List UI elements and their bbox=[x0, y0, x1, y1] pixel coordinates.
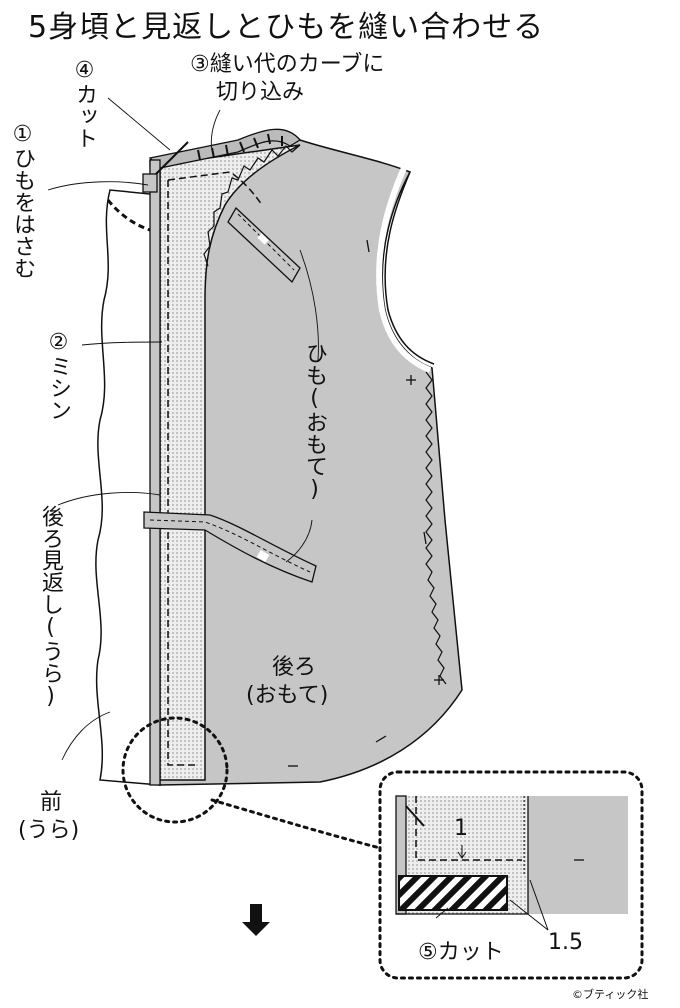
label-front: 前 bbox=[40, 790, 63, 815]
label-back-sub: (おもて) bbox=[246, 683, 329, 708]
label-step1-tie: ①ひもをはさむ bbox=[10, 122, 35, 279]
facing-zigzag bbox=[203, 144, 301, 267]
tie-upper-stitch bbox=[237, 213, 295, 271]
neck-allowance bbox=[148, 128, 301, 169]
tie-upper bbox=[227, 206, 301, 284]
label-front-sub: (うら) bbox=[18, 818, 80, 843]
armhole-allowance bbox=[376, 166, 432, 373]
detail-dim-1-5: 1.5 bbox=[548, 930, 583, 955]
front-neck-stitch bbox=[106, 199, 151, 232]
zoom-circle bbox=[121, 716, 229, 824]
label-step5-cut: ⑤カット bbox=[418, 940, 504, 965]
label-back-facing: 後ろ見返し(うら) bbox=[38, 505, 63, 709]
label-back: 後ろ bbox=[272, 655, 317, 680]
clip-marks bbox=[197, 133, 283, 161]
grain-marks bbox=[288, 239, 444, 767]
tie-lower-notch bbox=[256, 550, 270, 562]
detail-arrows bbox=[457, 845, 549, 931]
label-step3-line1: ③縫い代のカーブに bbox=[190, 52, 385, 77]
corner-cut-line bbox=[151, 141, 189, 179]
detail-stitch bbox=[415, 796, 522, 861]
label-step3-line2: 切り込み bbox=[216, 80, 305, 105]
back-facing bbox=[159, 144, 301, 781]
detail-hatch bbox=[398, 875, 508, 911]
detail-gray-right bbox=[528, 796, 628, 914]
label-tie-front: ひも(おもて) bbox=[302, 342, 327, 502]
tie-lower-stitch bbox=[149, 519, 311, 573]
leader-lines bbox=[47, 97, 319, 761]
front-panel bbox=[95, 189, 161, 786]
tie-lower bbox=[143, 511, 317, 583]
side-seam-zigzag bbox=[425, 371, 447, 685]
copyright: ©ブティック社 bbox=[572, 988, 649, 1001]
page-title: 5身頃と見返しとひもを縫い合わせる bbox=[28, 10, 545, 45]
detail-leader bbox=[435, 907, 449, 919]
stitch-line bbox=[167, 171, 263, 766]
zoom-connector bbox=[210, 798, 382, 850]
detail-corner-cut bbox=[405, 805, 425, 827]
armhole-edge bbox=[384, 171, 435, 365]
front-edge-strip bbox=[149, 159, 161, 786]
label-step2-stitch: ②ミシン bbox=[46, 330, 71, 421]
tie-upper-end bbox=[142, 173, 158, 193]
down-arrow-icon bbox=[242, 904, 270, 936]
label-step4-cut: ④カット bbox=[72, 58, 97, 149]
detail-dim-1: 1 bbox=[454, 816, 468, 841]
tie-upper-notch bbox=[257, 233, 269, 245]
